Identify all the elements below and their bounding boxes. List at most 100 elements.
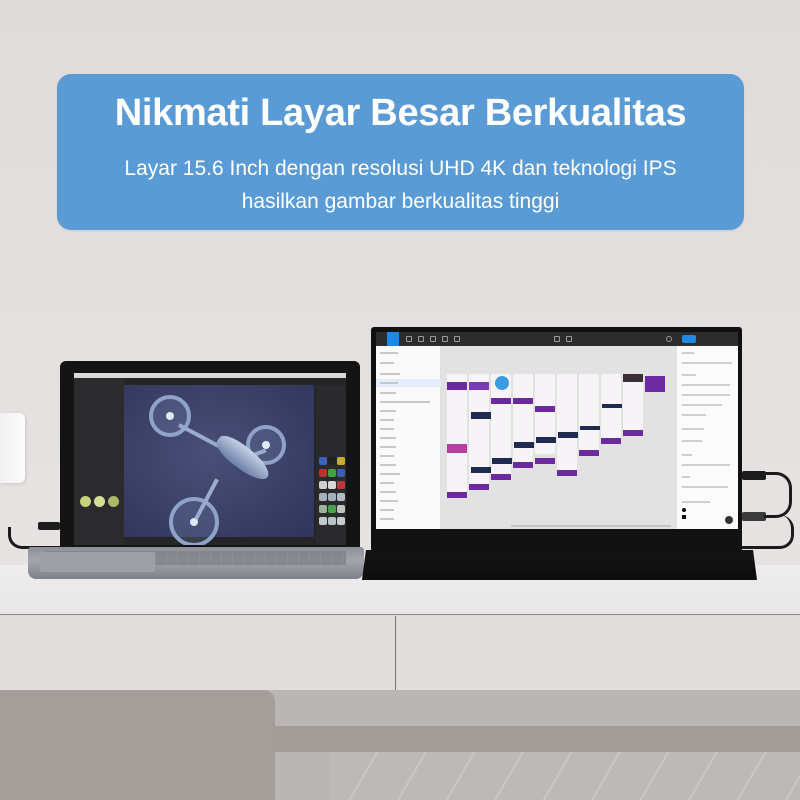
color-swatch-icon [682,508,686,512]
property-row [682,454,692,456]
drone-rotor-hub [166,412,174,420]
design-app-canvas [441,346,676,529]
artboard-block [492,458,512,464]
laptop-display [74,373,346,545]
property-row [682,352,694,354]
material-swatch [337,457,345,465]
laptop-app-right-panel [316,385,346,545]
layer-row [380,382,398,384]
artboard-block [469,484,489,490]
artboard [557,374,577,474]
property-row [682,486,728,488]
property-row [682,394,730,396]
artboard-block [514,442,534,448]
canvas-scrollbar [511,525,671,527]
monitor-cable-top [764,472,792,518]
artboard-block [447,444,467,453]
property-row [682,404,722,406]
color-swatch-icon [682,515,686,519]
comment-tool-icon [454,336,460,342]
layer-row [380,419,394,421]
material-swatch [328,457,336,465]
wall-outlet [0,413,25,483]
artboard [623,374,643,436]
artboard-block [535,458,555,464]
layer-row [380,473,400,475]
laptop-app-titlebar [74,373,346,378]
layer-row [380,373,400,375]
artboard [447,374,467,494]
component-icon [554,336,560,342]
move-tool-icon [387,332,399,346]
artboard-block [623,374,643,382]
layer-row [380,437,396,439]
artboard-block [645,376,665,392]
artboard-block [513,462,533,468]
layer-row [380,500,398,502]
mask-icon [566,336,572,342]
material-ball-icon [94,496,105,507]
avatar-icon [666,336,672,342]
artboard-block [535,406,555,412]
material-swatch [319,493,327,501]
design-app-layers-panel [376,346,441,529]
monitor-smart-cover-stand [362,550,757,580]
material-swatch [328,469,336,477]
artboard-block [602,404,622,408]
artboard-block [447,382,467,390]
laptop-app-left-panel [74,378,124,545]
drone-rotor-hub [262,441,270,449]
artboard-block [579,450,599,456]
layer-row [380,428,394,430]
pen-tool-icon [430,336,436,342]
desk-beam [275,726,800,752]
property-row [682,464,730,466]
monitor-display [376,332,738,529]
property-row [682,362,732,364]
layer-row [380,455,394,457]
artboard-block [580,426,600,430]
laptop-touchpad [40,552,155,572]
artboard [469,374,489,484]
laptop-3d-viewport [124,385,314,545]
artboard-block [491,398,511,404]
property-row [682,384,730,386]
artboard-block [536,437,556,443]
laptop [60,361,360,551]
material-ball-icon [80,496,91,507]
material-swatch [337,505,345,513]
material-swatch [319,457,327,465]
artboard [601,374,621,444]
design-app-toolbar [376,332,738,346]
layer-row [380,392,396,394]
property-row [682,428,704,430]
layer-row [380,464,396,466]
artboard-block [601,438,621,444]
property-row [682,476,690,478]
design-app-properties-panel [676,346,738,529]
monitor-usb-c-plug-top [742,471,766,480]
layer-row [380,518,394,520]
material-swatch [337,493,345,501]
artboard-block [558,432,578,438]
material-swatch [319,505,327,513]
artboard [579,374,599,454]
drone-rotor-hub [190,518,198,526]
artboard [513,374,533,462]
banner-subtitle-line-1: Layar 15.6 Inch dengan resolusi UHD 4K d… [124,157,677,180]
frame-tool-icon [406,336,412,342]
artboard-block [447,492,467,498]
text-tool-icon [442,336,448,342]
banner-subtitle-line-2: hasilkan gambar berkualitas tinggi [241,190,560,213]
artboard-block [471,412,491,419]
artboard-block [469,382,489,390]
layer-row [380,491,396,493]
help-button-icon [725,516,733,524]
material-swatch [319,517,327,525]
artboard-avatar [495,376,509,390]
artboard-block [513,398,533,404]
artboard-block [623,430,643,436]
property-row [682,501,710,503]
layer-row [380,352,398,354]
promo-banner: Nikmati Layar Besar Berkualitas Layar 15… [57,74,744,230]
